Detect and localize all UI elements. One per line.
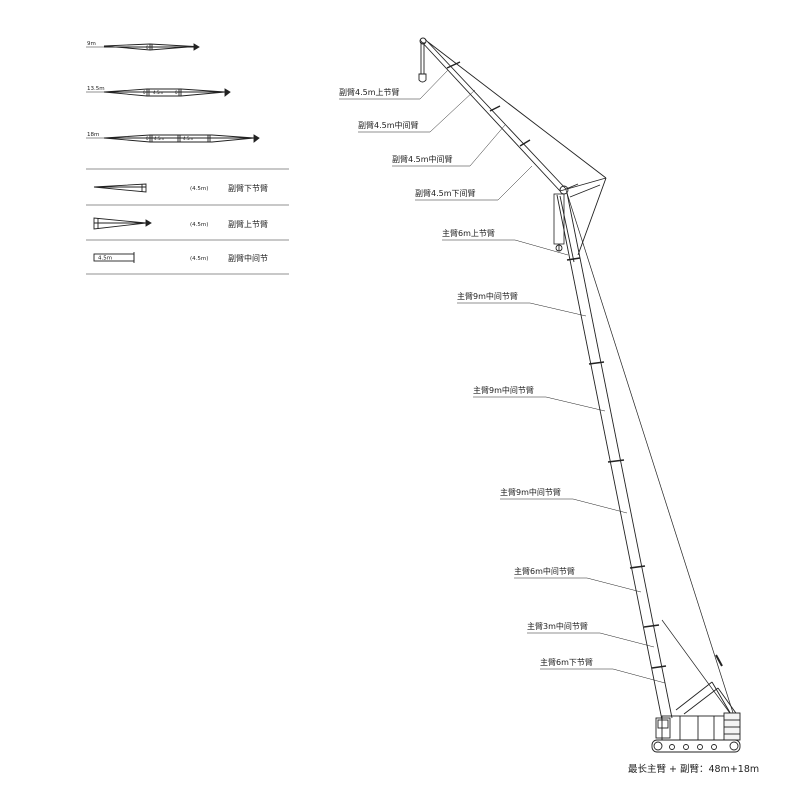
diagram-caption: 最长主臂 + 副臂：48m+18m [628,763,759,775]
jib-config-18m-mark-1: 0 [146,136,149,141]
jib-config-13-5m-mark-1: 0 [143,90,146,95]
counterweight [723,712,741,741]
callout-main-bottom: 主臂6m下节臂 [540,657,666,684]
callout-main-9a: 主臂9m中间节臂 [457,291,587,317]
jib-config-13-5m-length: 13.5m [87,86,105,92]
jib-config-18m-length: 18m [87,132,99,138]
legend-row-jib-middle: 4.5m (4.5m) 副臂中间节 [93,252,268,263]
label-main-top: 主臂6m上节臂 [442,228,495,238]
legend-row-3-tag: 4.5m [98,256,112,262]
callout-main-top: 主臂6m上节臂 [442,228,569,256]
superstructure [655,712,741,741]
label-jib-low: 副臂4.5m下间臂 [415,188,476,198]
label-main-9a: 主臂9m中间节臂 [457,291,518,301]
callout-main-9b: 主臂9m中间节臂 [473,385,606,412]
label-main-9c: 主臂9m中间节臂 [500,487,561,497]
legend-row-1-name: 副臂下节臂 [228,183,268,193]
label-jib-mid-1: 副臂4.5m中间臂 [358,120,419,130]
callout-main-6: 主臂6m中间节臂 [514,566,642,593]
legend-row-jib-upper: (4.5m) 副臂上节臂 [93,217,268,230]
jib-hook-icon [418,73,427,83]
legend-row-2-name: 副臂上节臂 [228,219,268,229]
jib-head-icon [224,88,231,97]
jib-upper-section-icon [93,217,147,230]
legend-row-2-length: (4.5m) [190,222,208,228]
jib-lower-section-icon [93,183,147,193]
jib-config-18m: 18m 0 4.5m 4.5m [86,132,260,143]
legend-row-1-length: (4.5m) [190,186,208,192]
jib-config-18m-mark-2: 4.5m [154,136,164,141]
jib-head-icon [193,43,200,51]
jib-config-9m-mark: 0 [146,45,149,50]
label-main-3: 主臂3m中间节臂 [527,621,588,631]
jib-config-13-5m-mark-2: 4.5m [153,90,163,95]
crane [418,37,741,753]
main-boom [556,192,673,721]
legend-table: (4.5m) 副臂下节臂 (4.5m) 副臂上节臂 4.5m (4.5m) 副臂… [86,168,289,275]
label-jib-top: 副臂4.5m上节臂 [339,87,400,97]
jib-config-9m: 9m 0 [86,41,200,51]
legend-row-jib-lower: (4.5m) 副臂下节臂 [93,183,268,193]
legend-row-3-length: (4.5m) [190,256,208,262]
fly-jib [418,37,607,256]
jib-head-icon [253,134,260,143]
callout-jib-mid-1: 副臂4.5m中间臂 [358,89,476,133]
jib-config-18m-mark-3: 4.5m [183,136,193,141]
jib-config-9m-length: 9m [87,41,96,47]
label-main-9b: 主臂9m中间节臂 [473,385,534,395]
legend-row-3-name: 副臂中间节 [228,253,268,263]
jib-config-13-5m: 13.5m 0 4.5m 0 [86,86,231,97]
callout-jib-low: 副臂4.5m下间臂 [415,165,533,201]
callout-main-3: 主臂3m中间节臂 [527,621,655,648]
cab-window [657,719,669,729]
callout-jib-mid-2: 副臂4.5m中间臂 [392,124,506,167]
boom-head [553,185,569,252]
callout-jib-top: 副臂4.5m上节臂 [339,69,449,100]
crawler-track [651,739,741,753]
label-main-6: 主臂6m中间节臂 [514,566,575,576]
callout-main-9c: 主臂9m中间节臂 [500,487,628,514]
label-main-bottom: 主臂6m下节臂 [540,657,593,667]
crane-callouts: 副臂4.5m上节臂 副臂4.5m中间臂 副臂4.5m中间臂 副臂4.5m下间臂 … [339,69,666,684]
mast [675,681,739,717]
label-jib-mid-2: 副臂4.5m中间臂 [392,154,453,164]
jib-config-13-5m-mark-3: 0 [175,90,178,95]
